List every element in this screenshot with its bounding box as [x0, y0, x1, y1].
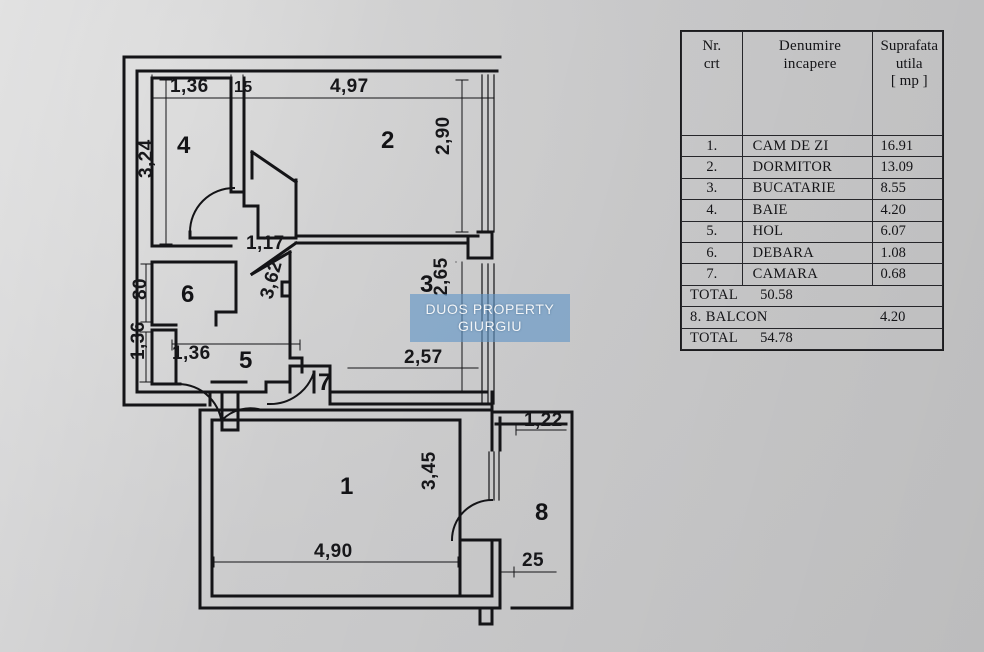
dim-hall-top-117: 1,17 [246, 233, 285, 254]
dim-bedroom-height-290: 2,90 [433, 116, 454, 155]
row-area: 8.55 [871, 177, 944, 201]
table-row: 2. DORMITOR 13.09 [681, 156, 944, 179]
room-number-bath: 4 [177, 132, 191, 159]
table-row: 4. BAIE 4.20 [681, 199, 944, 222]
header-suprafata: Suprafata utila [ mp ] [871, 31, 944, 136]
total-1-value: 50.58 [742, 284, 944, 308]
dim-kitchen-width-257: 2,57 [404, 347, 443, 368]
table-row-total-2: TOTAL 54.78 [681, 327, 944, 350]
table-row: 6. DEBARA 1.08 [681, 241, 944, 265]
row-name: HOL [741, 220, 873, 243]
table-header: Nr. crt Denumire incapere Suprafata util… [681, 31, 944, 136]
row-area: 4.20 [871, 199, 944, 222]
watermark-line-2: GIURGIU [457, 318, 523, 334]
table-row-total-1: TOTAL 50.58 [681, 284, 944, 308]
header-denumire: Denumire incapere [741, 31, 873, 136]
table-row: 1. CAM DE ZI 16.91 [681, 134, 944, 158]
header-nr-line2: crt [703, 55, 720, 72]
row-nr: 2. [681, 156, 743, 179]
row-name: CAM DE ZI [741, 134, 873, 158]
row-nr: 7. [681, 263, 743, 286]
header-name-line2: incapere [783, 55, 837, 72]
row-name: DEBARA [741, 241, 873, 265]
header-nr-crt: Nr. crt [681, 31, 743, 136]
dim-living-width-490: 4,90 [314, 541, 353, 562]
dim-top-wall-15: 15 [234, 79, 253, 96]
table-row-balcon: 8. BALCON 4.20 [681, 306, 944, 329]
header-nr-line1: Nr. [702, 38, 722, 54]
dim-top-bath-width: 1,36 [170, 76, 209, 97]
dim-top-bedroom-width: 4,97 [330, 76, 369, 97]
row-area: 0.68 [871, 263, 944, 286]
room-schedule-table: Nr. crt Denumire incapere Suprafata util… [680, 30, 944, 351]
room-number-hall: 5 [239, 347, 252, 374]
row-nr: 6. [681, 241, 743, 265]
balcon-value: 4.20 [872, 306, 944, 329]
table-body: 1. CAM DE ZI 16.91 2. DORMITOR 13.09 3. … [681, 134, 944, 350]
header-area-line1: Suprafata [880, 38, 938, 54]
dim-left-bath-height: 3,24 [136, 139, 157, 178]
room-number-balcony: 8 [535, 499, 548, 526]
header-name-line1: Denumire [778, 38, 842, 54]
room-number-bedroom: 2 [381, 127, 394, 154]
row-area: 6.07 [871, 220, 944, 243]
dim-kitchen-height-265: 2,65 [431, 257, 452, 296]
total-1-label: TOTAL [681, 284, 743, 308]
table-row: 5. HOL 6.07 [681, 220, 944, 243]
floor-plan-drawing: 1,36 15 4,97 3,24 80 1,36 1,36 1,17 3,62… [122, 55, 574, 626]
dim-left-small-136: 1,36 [128, 321, 149, 360]
row-nr: 1. [681, 134, 743, 158]
row-nr: 3. [681, 177, 743, 201]
row-area: 1.08 [871, 241, 944, 265]
total-2-label: TOTAL [681, 327, 743, 350]
table-row: 7. CAMARA 0.68 [681, 263, 944, 286]
table-row: 3. BUCATARIE 8.55 [681, 177, 944, 201]
row-area: 16.91 [871, 134, 944, 158]
row-name: BUCATARIE [741, 177, 873, 201]
row-area: 13.09 [871, 156, 944, 179]
room-number-kitchen: 3 [420, 271, 433, 298]
row-nr: 5. [681, 220, 743, 243]
room-number-pantry: 7 [318, 369, 331, 396]
header-area-line3: [ mp ] [890, 73, 928, 90]
watermark: DUOS PROPERTY GIURGIU [410, 294, 570, 342]
dim-living-height-345: 3,45 [419, 451, 440, 490]
row-nr: 4. [681, 199, 743, 222]
header-area-line2: utila [895, 55, 923, 72]
row-name: DORMITOR [741, 156, 873, 179]
row-name: BAIE [741, 199, 873, 222]
watermark-line-1: DUOS PROPERTY [425, 301, 555, 318]
dim-hall-width-136: 1,36 [172, 343, 211, 364]
dim-balcony-width-122: 1,22 [524, 410, 563, 431]
room-number-living: 1 [340, 473, 353, 500]
dim-balcony-25: 25 [522, 550, 544, 571]
row-name: CAMARA [741, 263, 873, 286]
balcon-label: 8. BALCON [681, 306, 873, 329]
room-number-storage: 6 [181, 281, 194, 308]
dim-left-storage-height: 80 [130, 278, 151, 300]
total-2-value: 54.78 [742, 327, 944, 350]
